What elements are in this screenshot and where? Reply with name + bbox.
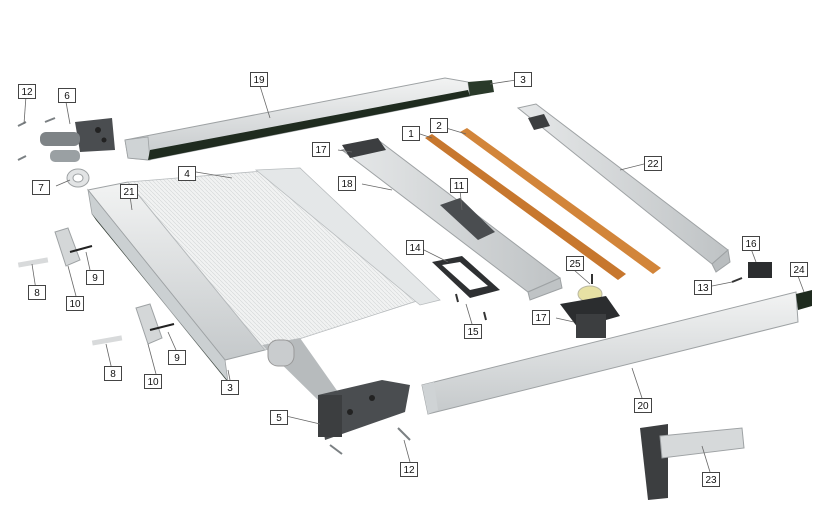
leader-lines: [23, 79, 805, 473]
roller-axle: [262, 338, 338, 400]
bracket-23: [640, 424, 745, 500]
wood-strip-1: [425, 134, 626, 280]
callout-11: 11: [450, 178, 468, 193]
callout-9-lower: 9: [168, 350, 186, 365]
callout-8-lower: 8: [104, 366, 122, 381]
callout-18: 18: [338, 176, 356, 191]
callout-15: 15: [464, 324, 482, 339]
callout-1: 1: [402, 126, 420, 141]
bracket-5: [318, 380, 410, 440]
callout-25: 25: [566, 256, 584, 271]
callout-17-bottom: 17: [532, 310, 550, 325]
handle-14: [432, 256, 500, 298]
callout-3-bottom: 3: [221, 380, 239, 395]
fixing-set-upper: [17, 227, 93, 268]
bracket-6: [40, 118, 115, 162]
callout-4: 4: [178, 166, 196, 181]
callout-23: 23: [702, 472, 720, 487]
screw-13: [731, 277, 743, 283]
callout-17-top: 17: [312, 142, 330, 157]
callout-5: 5: [270, 410, 288, 425]
callout-12-top: 12: [18, 84, 36, 99]
callout-12-bottom: 12: [400, 462, 418, 477]
callout-16: 16: [742, 236, 760, 251]
insect-screen-mesh-4: [127, 167, 441, 351]
callout-24: 24: [790, 262, 808, 277]
side-rail-22: [516, 103, 731, 273]
callout-6: 6: [58, 88, 76, 103]
callout-3-top: 3: [514, 72, 532, 87]
screws-15: [455, 293, 487, 321]
wood-strip-2: [460, 128, 661, 274]
top-rail-19: [124, 77, 471, 161]
callout-13: 13: [694, 280, 712, 295]
end-cap-16: [748, 262, 772, 278]
bottom-rail-20: [421, 291, 799, 415]
handle-11: [440, 198, 495, 240]
seal-strip-3-top: [468, 80, 494, 96]
seal-strip-24: [796, 290, 812, 310]
callout-19: 19: [250, 72, 268, 87]
fixing-set-lower: [91, 303, 175, 346]
callout-21: 21: [120, 184, 138, 199]
callout-9-upper: 9: [86, 270, 104, 285]
callout-2: 2: [430, 118, 448, 133]
callout-14: 14: [406, 240, 424, 255]
callout-10-lower: 10: [144, 374, 162, 389]
end-cap-17-top: [342, 138, 386, 158]
callout-8-upper: 8: [28, 285, 46, 300]
screw-12-bottom: [329, 427, 411, 455]
callout-20: 20: [634, 398, 652, 413]
callout-7: 7: [32, 180, 50, 195]
callout-10-upper: 10: [66, 296, 84, 311]
end-cap-17-bottom: [560, 296, 620, 338]
ring-7: [66, 168, 90, 188]
screw-12-top: [17, 117, 56, 161]
callout-22: 22: [644, 156, 662, 171]
